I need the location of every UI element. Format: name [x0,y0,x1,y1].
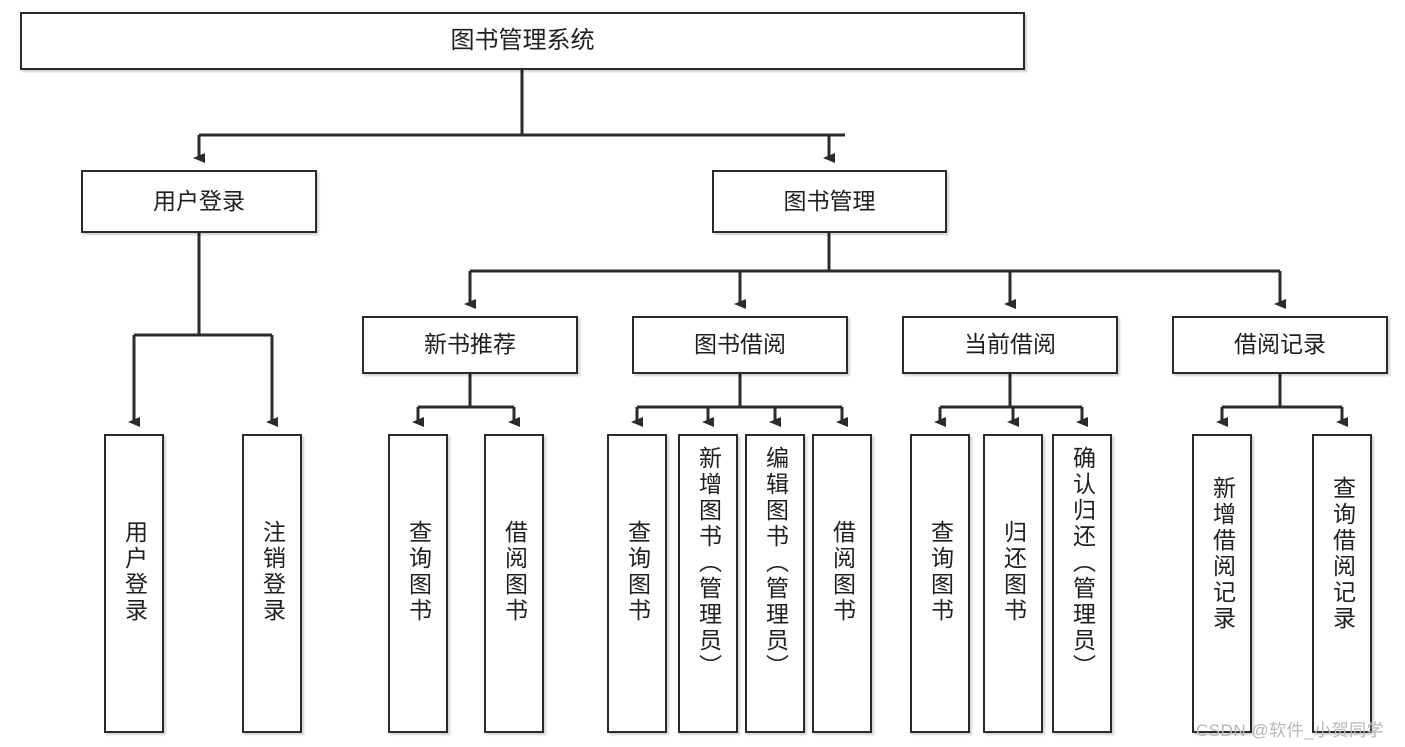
node-leaf-borrow-book-rec[interactable]: 借阅图书 [484,434,544,733]
node-leaf-borrow-book-label: 借阅图书 [829,520,856,624]
node-leaf-user-login[interactable]: 用户登录 [104,434,164,733]
node-leaf-edit-book-admin-label: 编辑图书（管理员） [762,446,789,680]
node-leaf-confirm-return-admin-label: 确认归还（管理员） [1069,446,1096,680]
node-leaf-user-login-label: 用户登录 [121,520,148,624]
node-root-label: 图书管理系统 [450,26,595,54]
node-leaf-confirm-return-admin[interactable]: 确认归还（管理员） [1052,434,1112,733]
node-leaf-query-borrow-record-label: 查询借阅记录 [1329,476,1356,632]
node-borrow-record[interactable]: 借阅记录 [1172,316,1388,374]
node-leaf-add-borrow-record-label: 新增借阅记录 [1209,476,1236,632]
node-book-manage[interactable]: 图书管理 [712,170,947,233]
node-book-borrow-label: 图书借阅 [694,331,786,358]
node-root[interactable]: 图书管理系统 [20,12,1025,70]
node-leaf-query-book-current-label: 查询图书 [927,520,954,624]
node-leaf-user-logout[interactable]: 注销登录 [242,434,302,733]
node-leaf-query-book-current[interactable]: 查询图书 [910,434,970,733]
node-leaf-query-book-rec[interactable]: 查询图书 [388,434,448,733]
node-leaf-borrow-book-rec-label: 借阅图书 [501,520,528,624]
node-new-book-recommend-label: 新书推荐 [424,331,516,358]
node-new-book-recommend[interactable]: 新书推荐 [362,316,578,374]
csdn-watermark: CSDN @软件_小贺同学 [1196,721,1385,740]
node-leaf-add-book-admin-label: 新增图书（管理员） [695,446,722,680]
node-user-login-label: 用户登录 [153,187,245,214]
node-leaf-add-borrow-record[interactable]: 新增借阅记录 [1192,434,1252,733]
node-borrow-record-label: 借阅记录 [1234,331,1326,358]
node-leaf-add-book-admin[interactable]: 新增图书（管理员） [678,434,738,733]
node-leaf-query-borrow-record[interactable]: 查询借阅记录 [1312,434,1372,733]
node-leaf-borrow-book[interactable]: 借阅图书 [812,434,872,733]
node-current-borrow-label: 当前借阅 [964,331,1056,358]
node-leaf-query-book-borrow[interactable]: 查询图书 [607,434,667,733]
node-leaf-user-logout-label: 注销登录 [259,520,286,624]
node-leaf-edit-book-admin[interactable]: 编辑图书（管理员） [745,434,805,733]
node-leaf-return-book-label: 归还图书 [1000,520,1027,624]
node-leaf-query-book-rec-label: 查询图书 [405,520,432,624]
node-leaf-query-book-borrow-label: 查询图书 [624,520,651,624]
node-current-borrow[interactable]: 当前借阅 [902,316,1118,374]
node-leaf-return-book[interactable]: 归还图书 [983,434,1043,733]
node-book-manage-label: 图书管理 [783,187,876,214]
node-user-login[interactable]: 用户登录 [81,170,317,233]
node-book-borrow[interactable]: 图书借阅 [632,316,848,374]
